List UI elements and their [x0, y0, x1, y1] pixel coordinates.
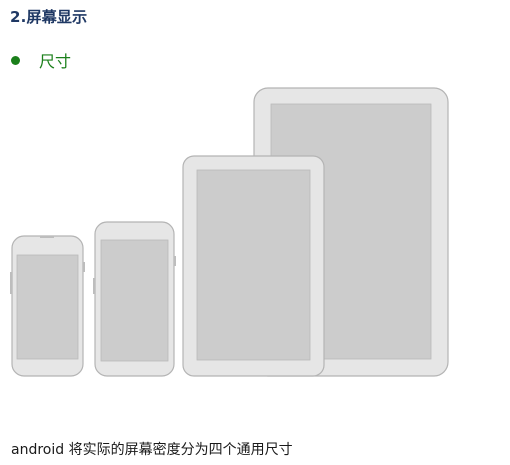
- section-title: 2.屏幕显示: [10, 8, 88, 26]
- bullet-item: 尺寸: [11, 48, 71, 72]
- bullet-label: 尺寸: [39, 52, 72, 71]
- caption-text: android 将实际的屏幕密度分为四个通用尺寸: [11, 442, 293, 458]
- device-sizes-illustration: [10, 87, 449, 377]
- tablet-medium-icon: [182, 155, 325, 377]
- phone-small-icon: [10, 235, 85, 377]
- phone-normal-icon: [93, 221, 176, 377]
- bullet-dot-icon: [11, 55, 20, 65]
